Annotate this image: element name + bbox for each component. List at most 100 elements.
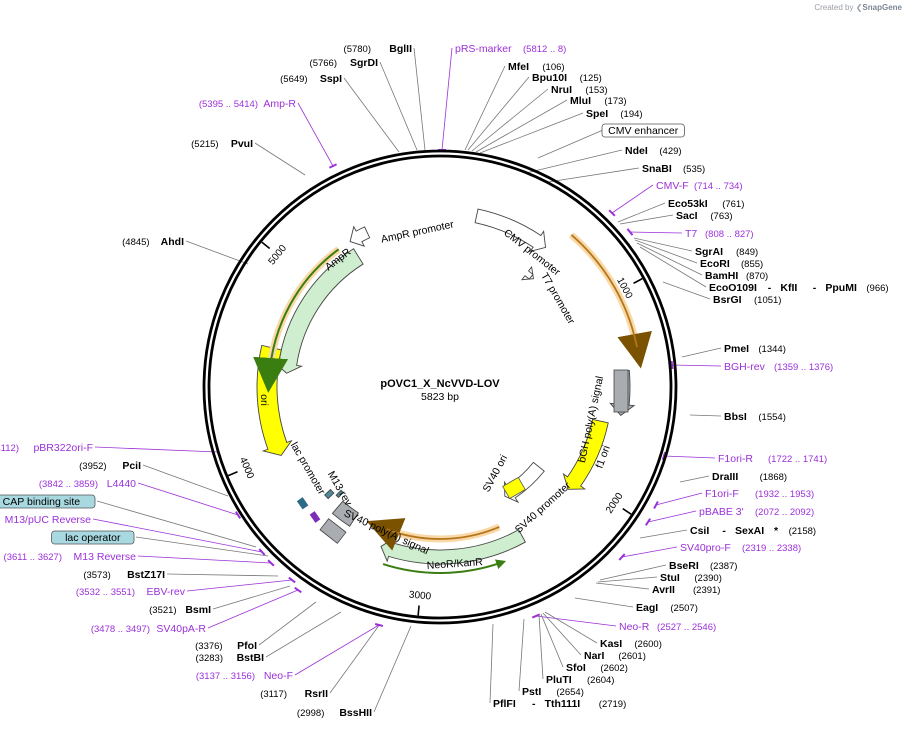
leader-line — [595, 582, 650, 590]
feature-t7-promoter[interactable] — [520, 265, 534, 281]
enzyme-label-mlui[interactable]: MluI — [570, 95, 591, 107]
primer-label-m13-puc-reverse[interactable]: M13/pUC Reverse — [5, 514, 92, 526]
feature-m13-rev[interactable] — [335, 489, 344, 499]
primer-label-prs-marker[interactable]: pRS-marker — [455, 43, 512, 55]
primer-label-sv40pro-f[interactable]: SV40pro-F — [680, 542, 731, 554]
enzyme-label-mfei[interactable]: MfeI — [508, 61, 529, 73]
orientation-arc — [378, 525, 500, 540]
enzyme-label[interactable]: Tth111I — [545, 698, 581, 710]
feature-f1-ori[interactable] — [562, 418, 609, 490]
enzyme-label-bpu10i[interactable]: Bpu10I — [532, 72, 567, 84]
enzyme-label-bglii[interactable]: BglII — [389, 43, 412, 55]
orientation-arc — [570, 234, 642, 356]
leader-line — [441, 47, 453, 151]
enzyme-label[interactable]: EcoO109I — [709, 282, 757, 294]
position-label: (849) — [736, 247, 758, 258]
enzyme-label-stui[interactable]: StuI — [660, 572, 680, 584]
enzyme-label-pcii[interactable]: PciI — [122, 460, 141, 472]
enzyme-label-ahdi[interactable]: AhdI — [161, 236, 184, 248]
primer-label-l4440[interactable]: L4440 — [107, 478, 136, 490]
enzyme-label[interactable]: - — [532, 698, 536, 710]
primer-label-amp-r[interactable]: Amp-R — [263, 98, 296, 110]
primer-label-bgh-rev[interactable]: BGH-rev — [724, 361, 766, 373]
feature-box-cmv-enhancer[interactable] — [601, 123, 685, 138]
primer-label-neo-f[interactable]: Neo-F — [264, 670, 293, 682]
enzyme-label-bseri[interactable]: BseRI — [669, 560, 699, 572]
enzyme-label-draiii[interactable]: DraIII — [712, 471, 738, 483]
sv40-polya-block — [319, 518, 347, 544]
enzyme-label-bbsi[interactable]: BbsI — [724, 411, 747, 423]
enzyme-label-pluti[interactable]: PluTI — [546, 674, 572, 686]
primer-label-cmv-f[interactable]: CMV-F — [656, 180, 689, 192]
primer-label-pbr322ori-f[interactable]: pBR322ori-F — [33, 442, 93, 454]
enzyme-label-snabi[interactable]: SnaBI — [642, 163, 672, 175]
position-label: (3842 .. 3859) — [39, 479, 98, 490]
enzyme-label-ecori[interactable]: EcoRI — [700, 258, 730, 270]
enzyme-label-bsrgi[interactable]: BsrGI — [713, 294, 742, 306]
leader-line — [540, 613, 564, 668]
leader-line — [547, 167, 640, 183]
enzyme-position: (2719) — [599, 699, 626, 710]
enzyme-position: (2158) — [789, 526, 816, 537]
enzyme-label-rsrii[interactable]: RsrII — [305, 688, 328, 700]
enzyme-label-nrui[interactable]: NruI — [551, 84, 572, 96]
primer-label-neo-r[interactable]: Neo-R — [619, 621, 650, 633]
enzyme-label[interactable]: - — [722, 525, 726, 537]
enzyme-label-bstbi[interactable]: BstBI — [237, 652, 265, 664]
enzyme-label-pfoi[interactable]: PfoI — [237, 640, 257, 652]
enzyme-label-eco53ki[interactable]: Eco53kI — [668, 198, 708, 210]
primer-label-f1ori-f[interactable]: F1ori-F — [705, 488, 739, 500]
enzyme-label-pmei[interactable]: PmeI — [724, 343, 749, 355]
enzyme-label-nari[interactable]: NarI — [584, 650, 605, 662]
feature-box-cap-binding-site[interactable] — [0, 494, 96, 509]
enzyme-label-eagi[interactable]: EagI — [636, 602, 658, 614]
position-label: (2527 .. 2546) — [657, 622, 716, 633]
enzyme-label[interactable]: PflFI — [493, 698, 516, 710]
enzyme-label-pvui[interactable]: PvuI — [231, 138, 253, 150]
enzyme-label-ndei[interactable]: NdeI — [625, 145, 648, 157]
enzyme-label-saci[interactable]: SacI — [676, 210, 698, 222]
enzyme-label[interactable]: CsiI — [690, 525, 709, 537]
enzyme-label-spei[interactable]: SpeI — [586, 108, 608, 120]
enzyme-label-bsshii[interactable]: BssHII — [339, 707, 372, 719]
feature-sv40-poly-a-signal[interactable] — [331, 500, 359, 527]
enzyme-label-sspi[interactable]: SspI — [320, 73, 342, 85]
leader-line — [373, 625, 412, 713]
position-label: (3478 .. 3497) — [91, 624, 150, 635]
primer-mark — [374, 623, 384, 627]
feature-cmv-promoter[interactable] — [474, 208, 547, 253]
feature-box-lac-operator[interactable] — [51, 530, 135, 545]
feature-lac-promoter[interactable] — [324, 488, 335, 500]
enzyme-label-psti[interactable]: PstI — [522, 686, 541, 698]
enzyme-label[interactable]: * — [774, 525, 779, 537]
enzyme-label-sfoi[interactable]: SfoI — [566, 662, 586, 674]
enzyme-label-bstz17i[interactable]: BstZ17I — [127, 569, 165, 581]
primer-label-ebv-rev[interactable]: EBV-rev — [146, 586, 185, 598]
enzyme-label-kasi[interactable]: KasI — [600, 638, 622, 650]
feature-sv40-ori[interactable] — [502, 476, 526, 500]
primer-mark — [653, 501, 659, 509]
enzyme-label-bamhi[interactable]: BamHI — [705, 270, 738, 282]
primer-label-m13-reverse[interactable]: M13 Reverse — [74, 551, 137, 563]
position-label: (870) — [746, 271, 768, 282]
enzyme-label-sgrai[interactable]: SgrAI — [695, 246, 723, 258]
feature-ampr-promoter[interactable] — [349, 225, 371, 247]
enzyme-label[interactable]: PpuMI — [825, 282, 857, 294]
primer-label-sv40pa-r[interactable]: SV40pA-R — [156, 623, 206, 635]
leader-line — [639, 529, 688, 539]
leader-line — [464, 65, 506, 151]
enzyme-label-bsmi[interactable]: BsmI — [185, 604, 211, 616]
primer-label-t7[interactable]: T7 — [685, 228, 697, 240]
primer-label-pbabe-3[interactable]: pBABE 3' — [699, 506, 744, 518]
enzyme-label[interactable]: - — [813, 282, 817, 294]
enzyme-label[interactable]: KfII — [780, 282, 797, 294]
position-label: (1722 .. 1741) — [768, 454, 827, 465]
position-label: (1932 .. 1953) — [755, 489, 814, 500]
enzyme-label-avrii[interactable]: AvrII — [652, 584, 675, 596]
primer-label-f1ori-r[interactable]: F1ori-R — [718, 453, 753, 465]
feature-ampr[interactable] — [272, 248, 364, 374]
tick-label: 4000 — [237, 456, 256, 481]
enzyme-label[interactable]: - — [768, 282, 772, 294]
enzyme-label-sgrdi[interactable]: SgrDI — [350, 57, 378, 69]
enzyme-label[interactable]: SexAI — [735, 525, 764, 537]
